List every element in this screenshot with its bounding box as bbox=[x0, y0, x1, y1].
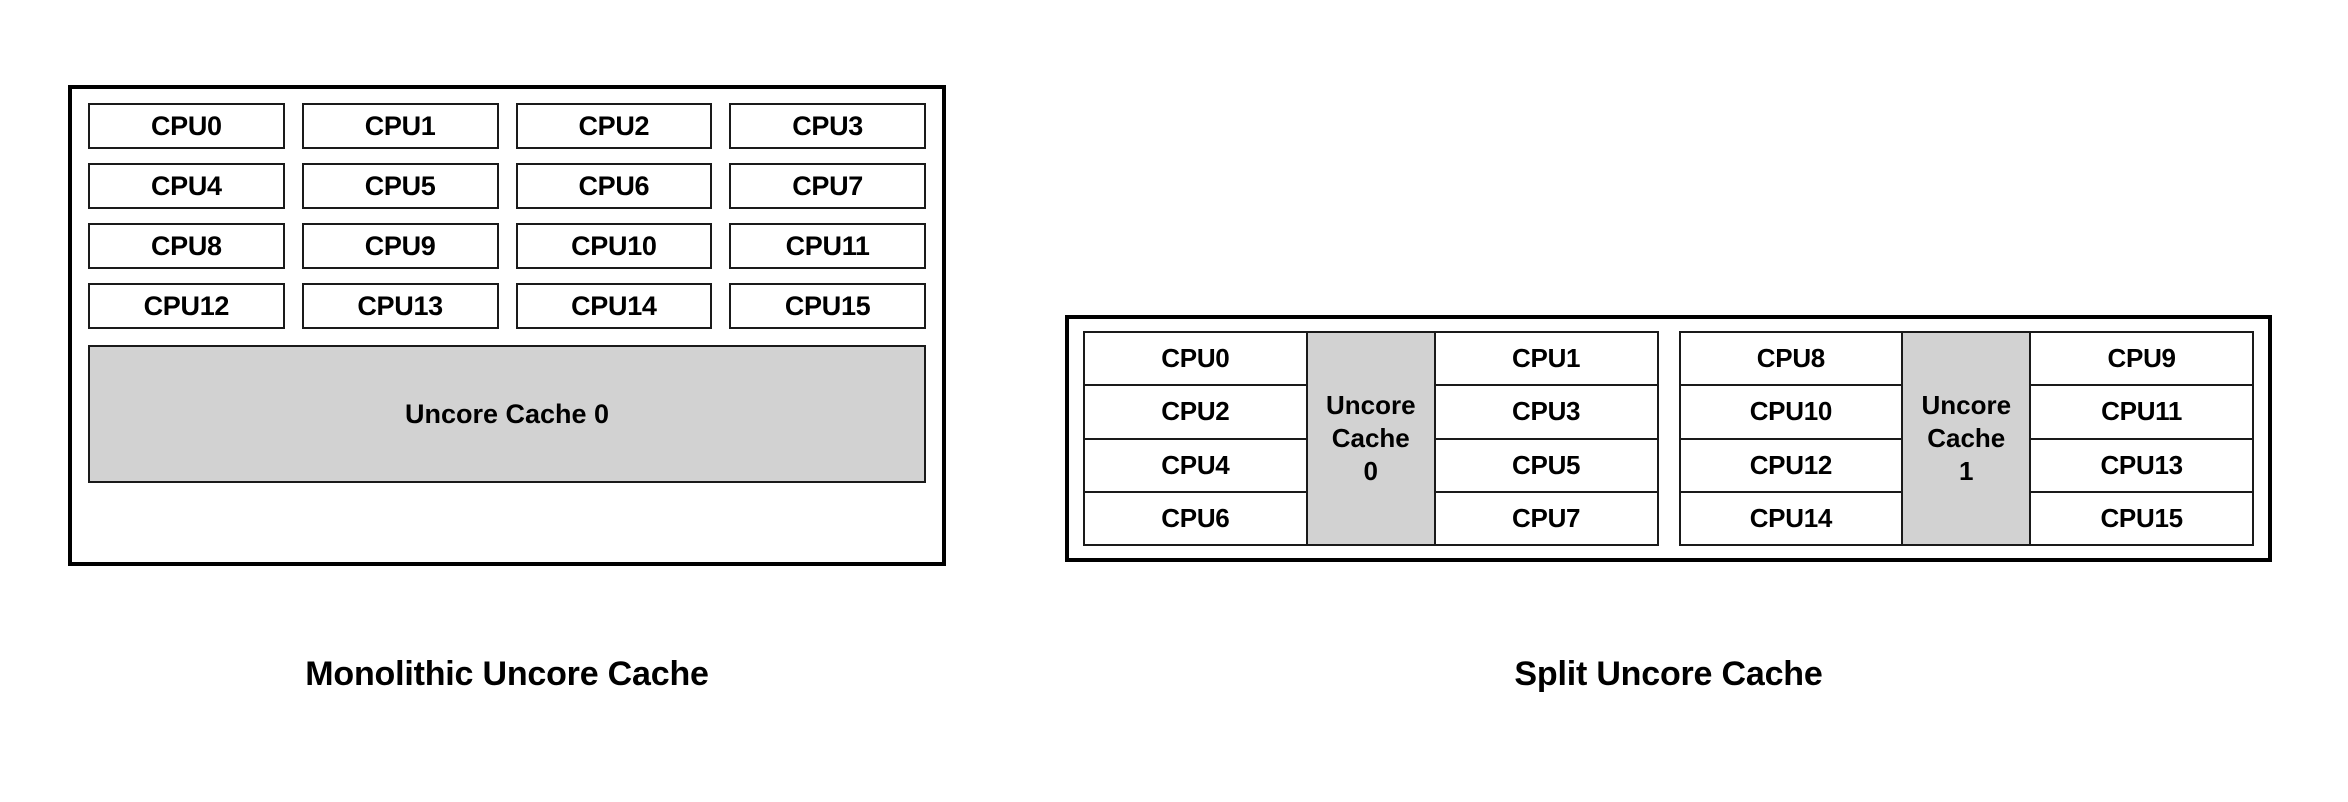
cpu-box: CPU2 bbox=[1085, 386, 1306, 440]
monolithic-uncore-cache-panel: CPU0 CPU1 CPU2 CPU3 CPU4 CPU5 CPU6 CPU7 … bbox=[68, 85, 946, 566]
cluster-right-cpu-column: CPU1 CPU3 CPU5 CPU7 bbox=[1435, 333, 1657, 544]
cpu-box: CPU8 bbox=[1680, 333, 1902, 387]
cpu-box: CPU15 bbox=[729, 283, 926, 329]
cpu-box: CPU14 bbox=[515, 283, 713, 329]
cpu-box: CPU11 bbox=[729, 223, 926, 269]
cpu-box: CPU4 bbox=[1085, 439, 1306, 493]
cpu-box: CPU10 bbox=[1680, 386, 1902, 440]
cpu-box: CPU14 bbox=[1680, 492, 1902, 544]
split-uncore-cache-panel: CPU0 CPU2 CPU4 CPU6 Uncore Cache 0 CPU1 … bbox=[1065, 315, 2272, 562]
cpu-box: CPU10 bbox=[515, 223, 713, 269]
cpu-box: CPU3 bbox=[729, 103, 926, 149]
uncore-cache-block: Uncore Cache 0 bbox=[88, 345, 926, 483]
cpu-cluster: CPU0 CPU2 CPU4 CPU6 Uncore Cache 0 CPU1 … bbox=[1083, 331, 1659, 546]
monolithic-caption: Monolithic Uncore Cache bbox=[305, 655, 709, 693]
uncore-cache-index: 1 bbox=[1959, 456, 1974, 487]
cpu-box: CPU12 bbox=[1680, 439, 1902, 493]
cpu-box: CPU6 bbox=[515, 163, 713, 209]
monolithic-cpu-grid: CPU0 CPU1 CPU2 CPU3 CPU4 CPU5 CPU6 CPU7 … bbox=[88, 103, 926, 329]
cpu-box: CPU1 bbox=[1435, 333, 1657, 387]
cpu-box: CPU0 bbox=[1085, 333, 1306, 387]
cluster-left-cpu-column: CPU8 CPU10 CPU12 CPU14 bbox=[1680, 333, 1902, 544]
uncore-cache-block: Uncore Cache 0 bbox=[1305, 333, 1436, 544]
cpu-box: CPU5 bbox=[301, 163, 499, 209]
cpu-box: CPU13 bbox=[2031, 439, 2252, 493]
uncore-cache-block: Uncore Cache 1 bbox=[1901, 333, 2032, 544]
cpu-box: CPU7 bbox=[1435, 492, 1657, 544]
cpu-box: CPU9 bbox=[301, 223, 499, 269]
cluster-left-cpu-column: CPU0 CPU2 CPU4 CPU6 bbox=[1085, 333, 1306, 544]
cpu-box: CPU0 bbox=[88, 103, 285, 149]
cpu-box: CPU15 bbox=[2031, 492, 2252, 544]
cpu-box: CPU5 bbox=[1435, 439, 1657, 493]
cpu-box: CPU8 bbox=[88, 223, 285, 269]
uncore-cache-label-line: Cache bbox=[1331, 422, 1410, 453]
cpu-box: CPU1 bbox=[301, 103, 499, 149]
uncore-cache-index: 0 bbox=[1363, 456, 1378, 487]
cpu-box: CPU12 bbox=[88, 283, 285, 329]
cpu-box: CPU11 bbox=[2031, 386, 2252, 440]
cpu-box: CPU13 bbox=[301, 283, 499, 329]
cpu-box: CPU7 bbox=[729, 163, 926, 209]
cpu-box: CPU9 bbox=[2031, 333, 2252, 387]
uncore-cache-label-line: Cache bbox=[1927, 422, 2006, 453]
cpu-cluster: CPU8 CPU10 CPU12 CPU14 Uncore Cache 1 CP… bbox=[1678, 331, 2254, 546]
uncore-cache-label-line: Uncore bbox=[1325, 389, 1416, 420]
uncore-cache-label-line: Uncore bbox=[1921, 389, 2012, 420]
cluster-right-cpu-column: CPU9 CPU11 CPU13 CPU15 bbox=[2031, 333, 2252, 544]
cpu-box: CPU6 bbox=[1085, 492, 1306, 544]
cpu-box: CPU3 bbox=[1435, 386, 1657, 440]
cpu-box: CPU4 bbox=[88, 163, 285, 209]
cpu-box: CPU2 bbox=[515, 103, 713, 149]
split-caption: Split Uncore Cache bbox=[1514, 655, 1823, 693]
